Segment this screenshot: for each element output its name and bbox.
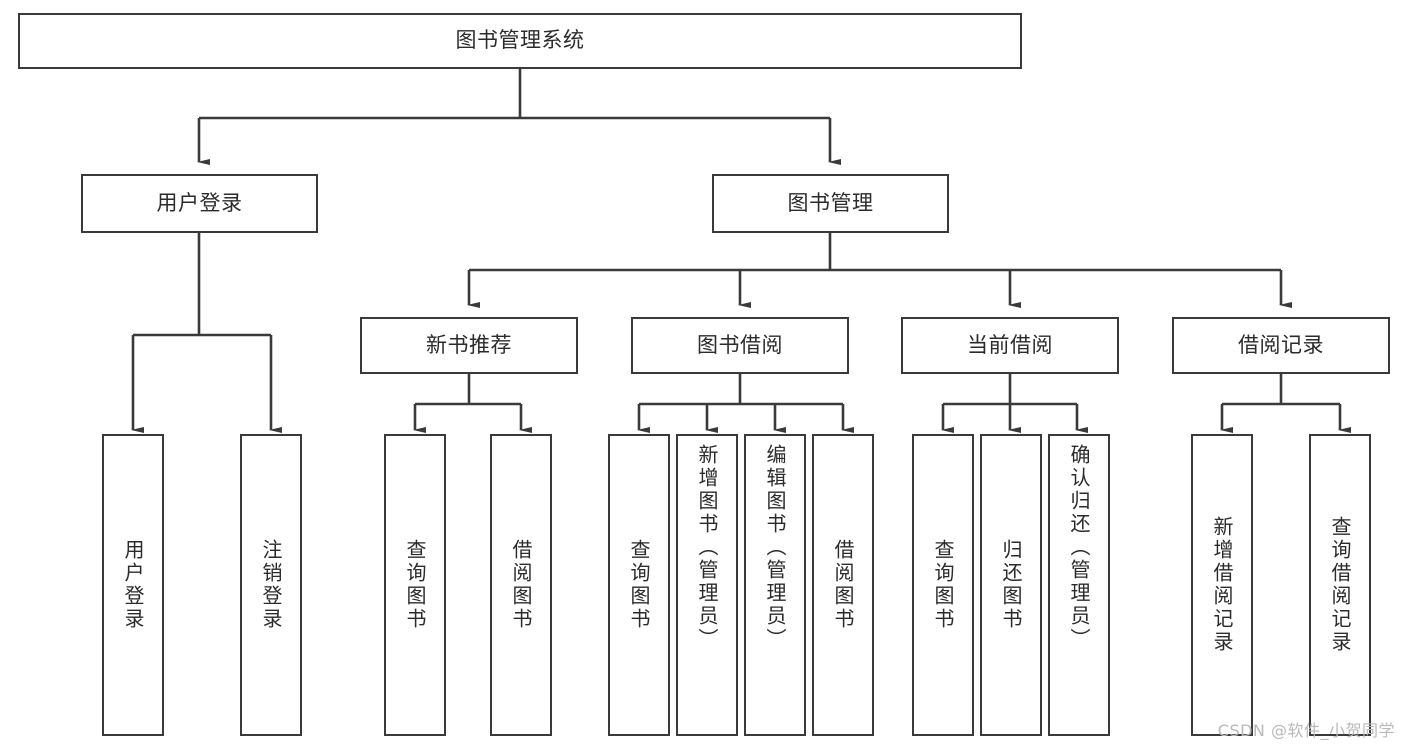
node-leaf-query-book-3[interactable]: 查询图书 <box>912 434 974 736</box>
node-leaf-confirm-return-label: 确认归还（管理员） <box>1067 444 1091 651</box>
node-current-borrow[interactable]: 当前借阅 <box>901 317 1119 374</box>
node-leaf-query-book-2-label: 查询图书 <box>627 539 651 631</box>
node-leaf-confirm-return[interactable]: 确认归还（管理员） <box>1048 434 1110 736</box>
watermark: CSDN @软件_小贺同学 <box>1217 721 1395 740</box>
node-leaf-logout-label: 注销登录 <box>259 539 283 631</box>
node-book-manage[interactable]: 图书管理 <box>712 174 949 233</box>
node-leaf-user-login[interactable]: 用户登录 <box>102 434 164 736</box>
node-user-login-label: 用户登录 <box>156 190 243 215</box>
node-leaf-logout[interactable]: 注销登录 <box>240 434 302 736</box>
node-leaf-return-book-label: 归还图书 <box>999 539 1023 631</box>
node-borrow-record-label: 借阅记录 <box>1238 332 1324 357</box>
node-leaf-borrow-book-1[interactable]: 借阅图书 <box>490 434 552 736</box>
node-leaf-edit-book[interactable]: 编辑图书（管理员） <box>744 434 806 736</box>
node-user-login[interactable]: 用户登录 <box>81 174 318 233</box>
node-leaf-query-book-3-label: 查询图书 <box>931 539 955 631</box>
node-leaf-query-book-1[interactable]: 查询图书 <box>384 434 446 736</box>
node-leaf-add-book[interactable]: 新增图书（管理员） <box>676 434 738 736</box>
node-leaf-add-borrow-record-label: 新增借阅记录 <box>1210 516 1234 654</box>
node-new-book-recommend[interactable]: 新书推荐 <box>360 317 578 374</box>
node-current-borrow-label: 当前借阅 <box>967 332 1053 357</box>
node-leaf-borrow-book-2[interactable]: 借阅图书 <box>812 434 874 736</box>
node-leaf-query-borrow-record-label: 查询借阅记录 <box>1328 516 1352 654</box>
node-root[interactable]: 图书管理系统 <box>18 13 1022 69</box>
node-leaf-user-login-label: 用户登录 <box>121 539 145 631</box>
node-leaf-query-book-2[interactable]: 查询图书 <box>608 434 670 736</box>
node-leaf-edit-book-label: 编辑图书（管理员） <box>763 444 787 651</box>
node-leaf-add-borrow-record[interactable]: 新增借阅记录 <box>1191 434 1253 736</box>
node-leaf-add-book-label: 新增图书（管理员） <box>695 444 719 651</box>
node-book-borrow[interactable]: 图书借阅 <box>631 317 849 374</box>
node-leaf-query-borrow-record[interactable]: 查询借阅记录 <box>1309 434 1371 736</box>
node-root-label: 图书管理系统 <box>455 28 585 53</box>
node-borrow-record[interactable]: 借阅记录 <box>1172 317 1390 374</box>
node-new-book-recommend-label: 新书推荐 <box>426 332 512 357</box>
node-leaf-query-book-1-label: 查询图书 <box>403 539 427 631</box>
node-book-manage-label: 图书管理 <box>787 190 874 215</box>
node-leaf-borrow-book-2-label: 借阅图书 <box>831 539 855 631</box>
node-leaf-return-book[interactable]: 归还图书 <box>980 434 1042 736</box>
node-leaf-borrow-book-1-label: 借阅图书 <box>509 539 533 631</box>
node-book-borrow-label: 图书借阅 <box>697 332 783 357</box>
